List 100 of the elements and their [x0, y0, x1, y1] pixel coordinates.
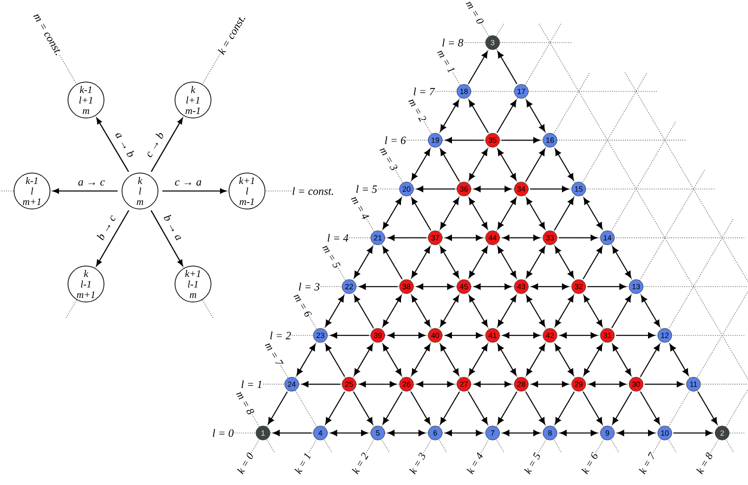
double-arrow [554, 246, 574, 278]
leader-line [264, 190, 292, 192]
double-arrow [359, 381, 396, 388]
leader-line [378, 188, 400, 190]
leader-line [262, 384, 285, 385]
double-arrow [560, 430, 598, 436]
line-label: l = 2 [270, 332, 291, 340]
leader-line [308, 438, 318, 454]
double-arrow [497, 344, 516, 376]
double-arrow [330, 430, 368, 436]
double-arrow [526, 246, 546, 278]
line-label: m = 5 [322, 245, 341, 268]
arrow [411, 198, 432, 231]
arrow [445, 137, 484, 144]
arrow [500, 137, 540, 144]
arrow [611, 295, 632, 328]
double-arrow [445, 332, 483, 338]
leader-line [406, 140, 428, 141]
leader-line [424, 121, 432, 134]
double-arrow [416, 381, 454, 388]
double-arrow [325, 295, 344, 327]
double-arrow [411, 246, 430, 278]
leader-line [280, 365, 288, 378]
double-arrow [354, 344, 373, 376]
double-arrow [497, 198, 516, 230]
arrow [525, 148, 546, 182]
double-arrow [354, 246, 373, 278]
arrow [554, 198, 574, 231]
leader-line [309, 316, 318, 330]
arrow [582, 391, 603, 424]
line-label: l = const. [292, 187, 333, 195]
edge-label: c → a [175, 180, 202, 186]
leader-line [423, 438, 432, 454]
line-label: l = 3 [298, 282, 320, 290]
line-label: m = 1 [436, 50, 455, 73]
line-label: l = 0 [212, 429, 234, 437]
leader-line [320, 286, 342, 287]
arrow [273, 430, 312, 436]
double-arrow [526, 198, 546, 230]
arrow [302, 381, 341, 388]
arrow [612, 391, 632, 424]
arrow [325, 344, 346, 378]
arrow [530, 186, 569, 192]
line-label: k = 7 [638, 452, 654, 474]
leader-line [366, 218, 375, 232]
double-arrow [502, 430, 540, 436]
double-arrow [526, 100, 546, 132]
arrow [582, 246, 603, 280]
double-arrow [411, 344, 430, 376]
leader-line [291, 335, 314, 336]
double-arrow [474, 284, 512, 290]
line-label: k = 0 [236, 452, 253, 474]
arrow [468, 51, 488, 84]
leader-line [250, 438, 260, 454]
double-arrow [497, 148, 516, 180]
arrow [558, 234, 598, 241]
double-arrow [588, 381, 626, 388]
arrow [525, 391, 546, 424]
arrow [673, 430, 712, 436]
double-arrow [411, 148, 430, 180]
line-label: m = 4 [350, 196, 370, 220]
arrow [388, 234, 427, 241]
line-label: k = 2 [352, 452, 368, 474]
double-arrow [382, 295, 402, 327]
line-label: k = 8 [696, 452, 712, 474]
arrow [586, 284, 626, 290]
line-label: m = 6 [294, 294, 312, 317]
arrow [697, 391, 718, 424]
arrow [640, 391, 660, 424]
arrow [468, 391, 488, 424]
leader-line [434, 91, 458, 92]
double-arrow [584, 198, 603, 230]
double-arrow [440, 344, 460, 376]
double-arrow [617, 430, 655, 436]
arrow [497, 51, 518, 84]
double-arrow [445, 430, 483, 436]
leader-line [464, 42, 486, 43]
double-arrow [468, 148, 488, 180]
arrow [150, 210, 184, 266]
arrow [410, 391, 430, 424]
double-arrow [526, 295, 546, 327]
double-arrow [388, 430, 426, 436]
leader-line [338, 267, 346, 281]
double-arrow [502, 332, 540, 338]
double-arrow [640, 295, 660, 327]
leader-line [480, 438, 490, 454]
double-arrow [554, 148, 574, 180]
leader-line [59, 54, 78, 85]
arrow [96, 210, 130, 266]
line-label: l = 5 [356, 185, 377, 193]
double-arrow [531, 381, 569, 388]
double-arrow [468, 295, 488, 327]
line-label: m = 0 [466, 1, 484, 24]
arrow [554, 391, 575, 424]
arrow [468, 100, 489, 134]
double-arrow [440, 246, 460, 278]
arrow [325, 391, 346, 424]
double-arrow [554, 295, 574, 327]
arrow [644, 381, 684, 388]
arrow [354, 295, 374, 328]
